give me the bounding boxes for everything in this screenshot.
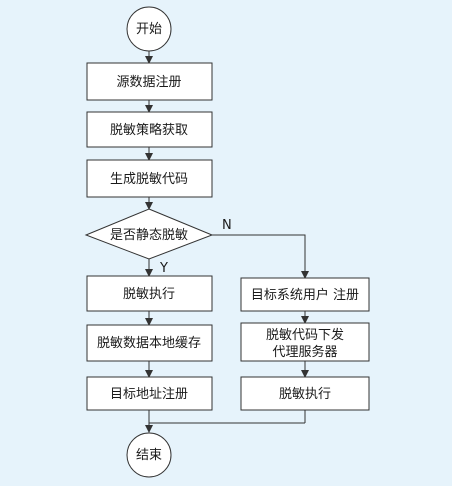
edge-label-no: N [222, 218, 232, 233]
get-policy-label: 脱敏策略获取 [110, 122, 188, 138]
gen-code-label: 生成脱敏代码 [110, 172, 188, 187]
exec-right-node: 脱敏执行 [240, 376, 370, 411]
register-source-label: 源数据注册 [116, 75, 181, 90]
exec-left-node: 脱敏执行 [86, 275, 213, 312]
deliver-node: 脱敏代码下发 代理服务器 [240, 322, 370, 362]
edge-decision-register-user [212, 234, 309, 279]
gen-code-node: 生成脱敏代码 [86, 159, 213, 198]
cache-local-node: 脱敏数据本地缓存 [86, 324, 213, 362]
deliver-label-line1: 脱敏代码下发 [266, 327, 344, 343]
start-node: 开始 [126, 6, 172, 52]
get-policy-node: 脱敏策略获取 [86, 111, 213, 148]
decision-node: 是否静态脱敏 [84, 208, 214, 260]
deliver-label-line2: 代理服务器 [272, 344, 337, 360]
cache-local-label: 脱敏数据本地缓存 [97, 336, 201, 351]
exec-left-label: 脱敏执行 [123, 287, 175, 302]
register-user-node: 目标系统用户 注册 [240, 277, 370, 312]
register-addr-label: 目标地址注册 [110, 387, 188, 402]
register-source-node: 源数据注册 [86, 62, 213, 101]
edge-label-yes: Y [159, 261, 168, 276]
decision-label: 是否静态脱敏 [110, 228, 188, 243]
exec-right-label: 脱敏执行 [279, 387, 331, 402]
end-node: 结束 [126, 432, 172, 478]
edges [145, 51, 309, 433]
register-addr-node: 目标地址注册 [86, 376, 213, 411]
end-label: 结束 [136, 448, 162, 463]
start-label: 开始 [136, 22, 162, 37]
register-user-label: 目标系统用户 注册 [251, 287, 359, 303]
